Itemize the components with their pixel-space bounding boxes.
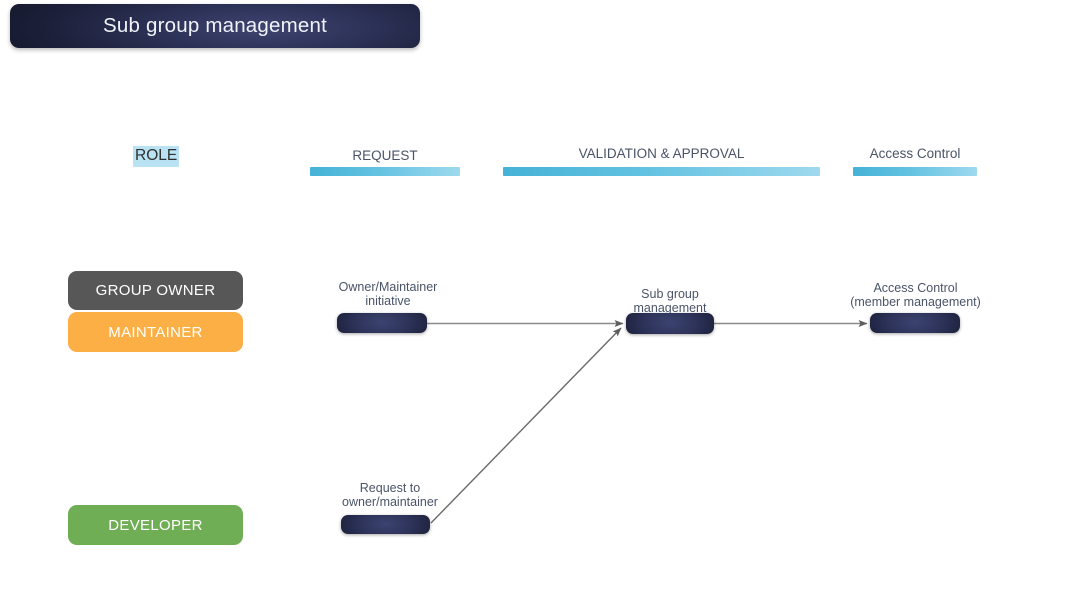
- node-label-request-to-owner-line2: owner/maintainer: [342, 495, 438, 510]
- node-label-access-control-line1: Access Control: [873, 281, 958, 295]
- node-label-access-control-line2: (member management): [850, 295, 981, 310]
- node-subgroup-management[interactable]: [626, 313, 714, 334]
- node-label-subgroup-management-line2: management: [633, 301, 707, 316]
- column-header-validation: VALIDATION & APPROVAL: [578, 146, 745, 161]
- role-badge-group-owner-label: GROUP OWNER: [95, 282, 216, 299]
- node-owner-initiative[interactable]: [337, 313, 427, 333]
- node-label-owner-initiative: Owner/Maintainer initiative: [313, 280, 463, 309]
- role-badge-maintainer-label: MAINTAINER: [108, 323, 203, 341]
- title-banner-text: Sub group management: [103, 13, 327, 37]
- role-axis-label: ROLE: [133, 146, 180, 167]
- column-header-access-control: Access Control: [869, 146, 961, 161]
- column-header-request: REQUEST: [352, 148, 418, 163]
- role-badge-group-owner[interactable]: GROUP OWNER: [68, 271, 243, 310]
- node-access-control[interactable]: [870, 313, 960, 333]
- node-label-subgroup-management-line1: Sub group: [641, 287, 699, 301]
- node-request-to-owner[interactable]: [341, 515, 430, 534]
- node-label-request-to-owner: Request to owner/maintainer: [315, 481, 465, 510]
- role-badge-maintainer[interactable]: MAINTAINER: [68, 312, 243, 352]
- node-label-owner-initiative-line2: initiative: [365, 294, 411, 309]
- node-label-owner-initiative-line1: Owner/Maintainer: [338, 280, 438, 294]
- column-bar-access-control: [853, 167, 977, 176]
- title-banner: Sub group management: [10, 4, 420, 48]
- node-label-subgroup-management: Sub group management: [595, 287, 745, 316]
- role-badge-developer[interactable]: DEVELOPER: [68, 505, 243, 545]
- role-badge-developer-label: DEVELOPER: [108, 516, 203, 534]
- node-label-access-control: Access Control (member management): [838, 281, 993, 310]
- column-bar-request: [310, 167, 460, 176]
- node-label-request-to-owner-line1: Request to: [359, 481, 421, 495]
- column-bar-validation: [503, 167, 820, 176]
